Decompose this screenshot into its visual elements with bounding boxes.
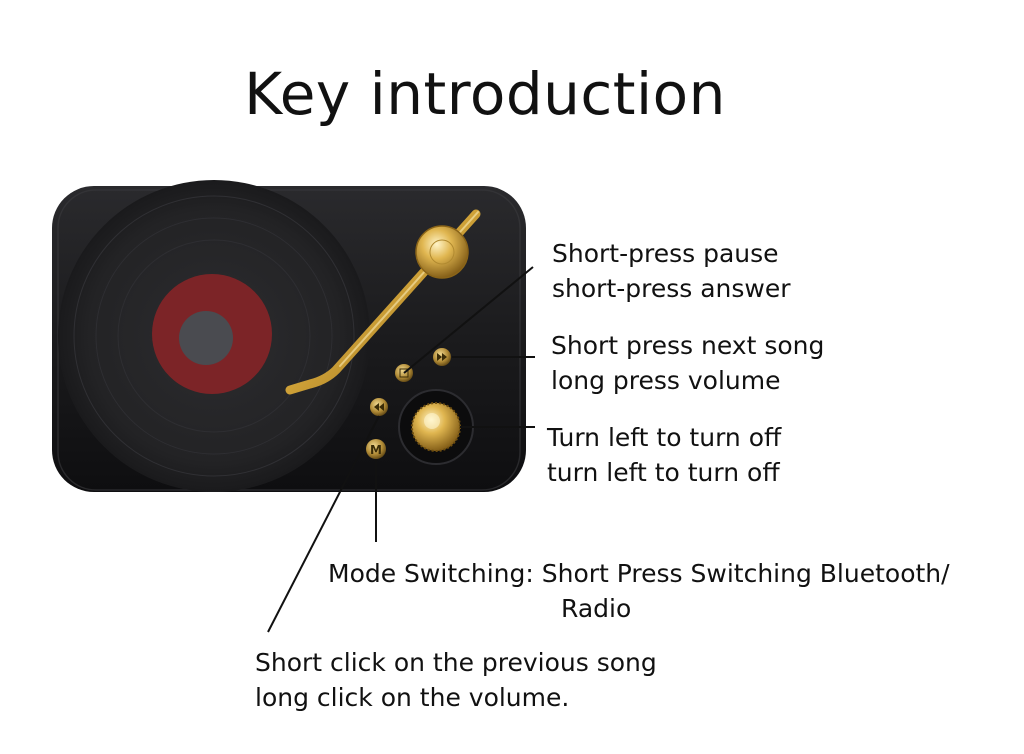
leader-line-pause [403,266,534,374]
leader-lines [267,266,535,633]
leader-line-previous [267,415,380,633]
label-mode-line-2: Radio [561,594,632,623]
label-next-line-1: Short press next song [551,331,825,360]
power-volume-knob[interactable] [398,389,474,465]
page-title: Key introduction [244,60,726,128]
next-song-button[interactable] [433,348,451,366]
label-next-line-2: long press volume [551,366,781,395]
label-previous-song: Short click on the previous song long cl… [255,645,657,715]
tonearm-pivot [415,225,469,279]
label-pause-line-2: short-press answer [552,274,791,303]
label-mode-line-1: Mode Switching: Short Press Switching Bl… [328,559,950,588]
label-knob-line-2: turn left to turn off [547,458,780,487]
label-knob-line-1: Turn left to turn off [547,423,782,452]
mode-button[interactable] [366,439,386,459]
previous-song-button[interactable] [370,398,388,416]
label-next-song: Short press next song long press volume [551,328,824,398]
label-pause-answer: Short-press pause short-press answer [552,236,791,306]
label-prev-line-1: Short click on the previous song [255,648,657,677]
label-prev-line-2: long click on the volume. [255,683,570,712]
label-pause-line-1: Short-press pause [552,239,779,268]
label-mode-switching: Mode Switching: Short Press Switching Bl… [328,556,950,626]
label-knob: Turn left to turn off turn left to turn … [547,420,781,490]
mode-button-letter: M [370,443,382,457]
record-spindle [179,311,233,365]
